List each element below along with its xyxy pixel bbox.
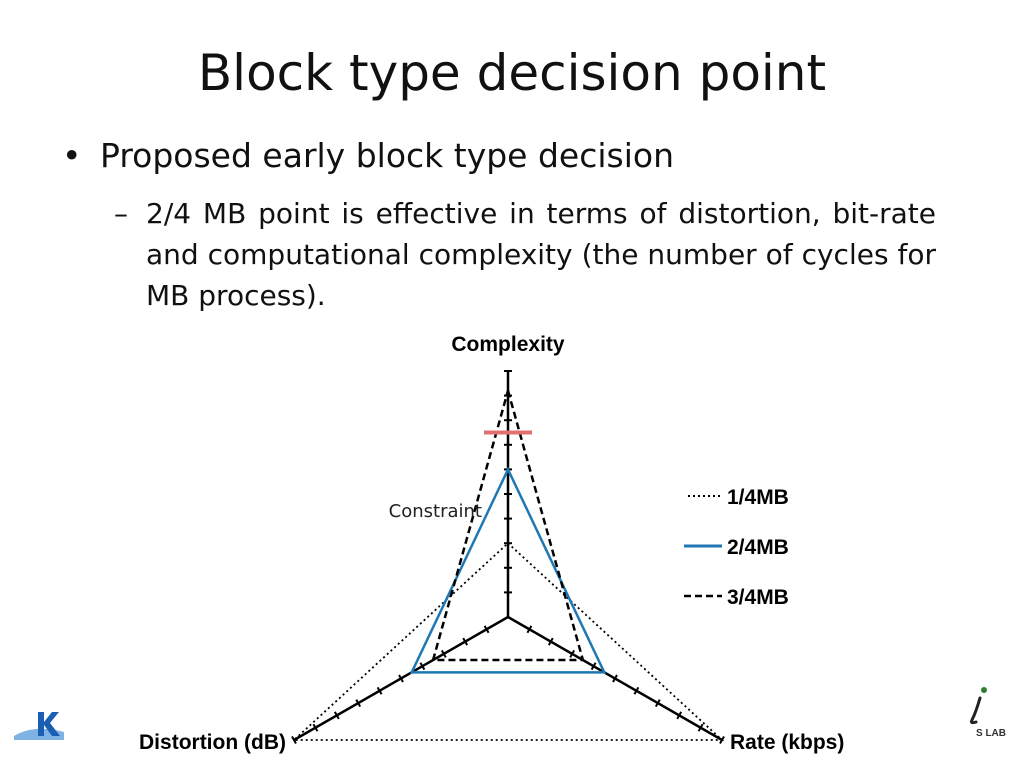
axis-tick-distortion-10 <box>291 736 297 744</box>
axis-label-distortion: Distortion (dB) <box>139 731 286 754</box>
constraint-label: Constraint <box>389 501 482 522</box>
legend: 1/4MB 2/4MB 3/4MB <box>684 486 789 609</box>
bullet-text: Proposed early block type decision <box>100 136 674 175</box>
bullet-dot: • <box>62 136 82 175</box>
axis-tick-distortion-4 <box>419 662 426 671</box>
legend-item-2-4mb: 2/4MB <box>684 536 789 559</box>
axis-tick-rate-2 <box>547 637 554 646</box>
axis-tick-distortion-7 <box>355 699 362 708</box>
legend-item-3-4mb: 3/4MB <box>684 586 789 609</box>
series-3-4mb <box>431 386 585 662</box>
axis-tick-rate-7 <box>654 699 661 708</box>
radar-series <box>291 386 725 741</box>
axis-tick-rate-8 <box>676 711 683 720</box>
axis-tick-rate-1 <box>526 625 533 634</box>
axis-tick-distortion-5 <box>398 674 404 683</box>
lab-logo-text: S LAB <box>976 728 1006 739</box>
legend-label-2-4mb: 2/4MB <box>727 536 789 559</box>
axis-tick-distortion-3 <box>440 649 447 658</box>
axis-tick-distortion-6 <box>376 686 383 695</box>
axis-tick-distortion-8 <box>333 711 340 720</box>
axis-tick-rate-9 <box>697 723 704 732</box>
legend-item-1-4mb: 1/4MB <box>688 486 789 509</box>
radar-axes <box>291 370 725 744</box>
axis-tick-rate-4 <box>590 662 597 671</box>
lab-logo: S LAB <box>950 686 1010 742</box>
axis-label-rate: Rate (kbps) <box>730 731 844 754</box>
axis-tick-distortion-1 <box>483 625 490 634</box>
axis-label-complexity: Complexity <box>451 333 565 356</box>
axis-tick-rate-3 <box>569 649 576 658</box>
legend-label-3-4mb: 3/4MB <box>727 586 789 609</box>
sub-bullet-text: 2/4 MB point is effective in terms of di… <box>146 197 936 312</box>
bullet-dash: – <box>114 197 128 230</box>
axis-tick-rate-5 <box>612 674 618 683</box>
university-logo-icon <box>14 712 64 740</box>
axis-tick-distortion-9 <box>312 723 319 732</box>
series-2-4mb <box>409 466 607 674</box>
axis-tick-distortion-2 <box>462 637 469 646</box>
series-1-4mb <box>291 541 725 741</box>
legend-label-1-4mb: 1/4MB <box>727 486 789 509</box>
lab-logo-icon <box>970 687 987 725</box>
slide-title: Block type decision point <box>197 44 827 102</box>
axis-tick-rate-6 <box>633 686 640 695</box>
